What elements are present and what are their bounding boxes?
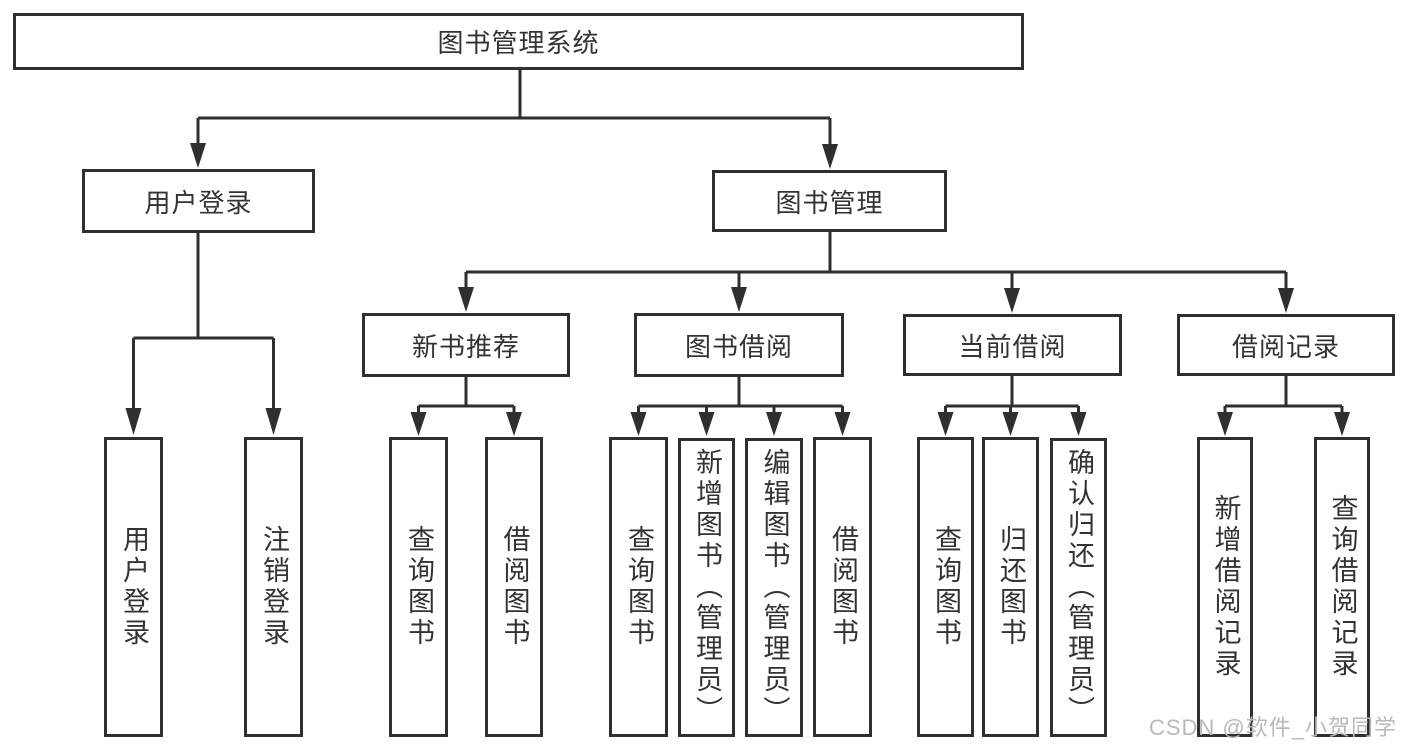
leaf-borrow-edit-books-admin: 编辑图书（管理员）	[745, 438, 803, 737]
node-new-book-recommend-label: 新书推荐	[411, 331, 520, 362]
leaf-borrow-borrow-books: 借阅图书	[813, 437, 872, 737]
node-current-borrow: 当前借阅	[903, 314, 1122, 376]
leaf-borrow-query-books: 查询图书	[609, 437, 668, 737]
leaf-borrow-edit-books-admin-label: 编辑图书（管理员）	[759, 448, 790, 727]
node-library-system: 图书管理系统	[13, 13, 1024, 70]
node-book-borrow-label: 图书借阅	[684, 331, 793, 362]
leaf-logout: 注销登录	[244, 437, 303, 737]
node-current-borrow-label: 当前借阅	[958, 331, 1067, 362]
leaf-current-return-books-label: 归还图书	[996, 525, 1026, 649]
leaf-logout-label: 注销登录	[259, 525, 289, 649]
leaf-records-query-record: 查询借阅记录	[1314, 437, 1370, 737]
node-library-system-label: 图书管理系统	[437, 28, 600, 58]
leaf-current-confirm-return-admin-label: 确认归还（管理员）	[1064, 448, 1094, 727]
leaf-current-query-books: 查询图书	[917, 437, 974, 737]
leaf-current-query-books-label: 查询图书	[931, 525, 961, 649]
leaf-user-login: 用户登录	[104, 437, 163, 737]
leaf-current-confirm-return-admin: 确认归还（管理员）	[1050, 438, 1107, 737]
leaf-records-query-record-label: 查询借阅记录	[1327, 494, 1358, 680]
node-borrow-records-label: 借阅记录	[1231, 331, 1340, 362]
node-new-book-recommend: 新书推荐	[362, 313, 570, 377]
node-book-management: 图书管理	[712, 170, 947, 232]
leaf-recommend-query-books-label: 查询图书	[404, 525, 434, 649]
leaf-records-add-record: 新增借阅记录	[1197, 437, 1253, 737]
node-user-login-label: 用户登录	[144, 187, 253, 218]
node-borrow-records: 借阅记录	[1177, 314, 1395, 376]
leaf-records-add-record-label: 新增借阅记录	[1210, 494, 1241, 680]
leaf-user-login-label: 用户登录	[119, 525, 149, 649]
node-book-borrow: 图书借阅	[634, 313, 844, 377]
leaf-borrow-query-books-label: 查询图书	[624, 525, 654, 649]
node-user-login: 用户登录	[82, 169, 315, 233]
leaf-borrow-add-books-admin-label: 新增图书（管理员）	[692, 448, 722, 727]
csdn-watermark: CSDN @软件_小贺同学	[1148, 715, 1397, 740]
node-book-management-label: 图书管理	[775, 187, 884, 218]
leaf-borrow-add-books-admin: 新增图书（管理员）	[678, 438, 735, 737]
leaf-recommend-borrow-books: 借阅图书	[485, 437, 543, 737]
leaf-recommend-query-books: 查询图书	[389, 437, 448, 737]
leaf-recommend-borrow-books-label: 借阅图书	[499, 525, 530, 649]
leaf-borrow-borrow-books-label: 借阅图书	[828, 525, 858, 649]
leaf-current-return-books: 归还图书	[982, 437, 1039, 737]
